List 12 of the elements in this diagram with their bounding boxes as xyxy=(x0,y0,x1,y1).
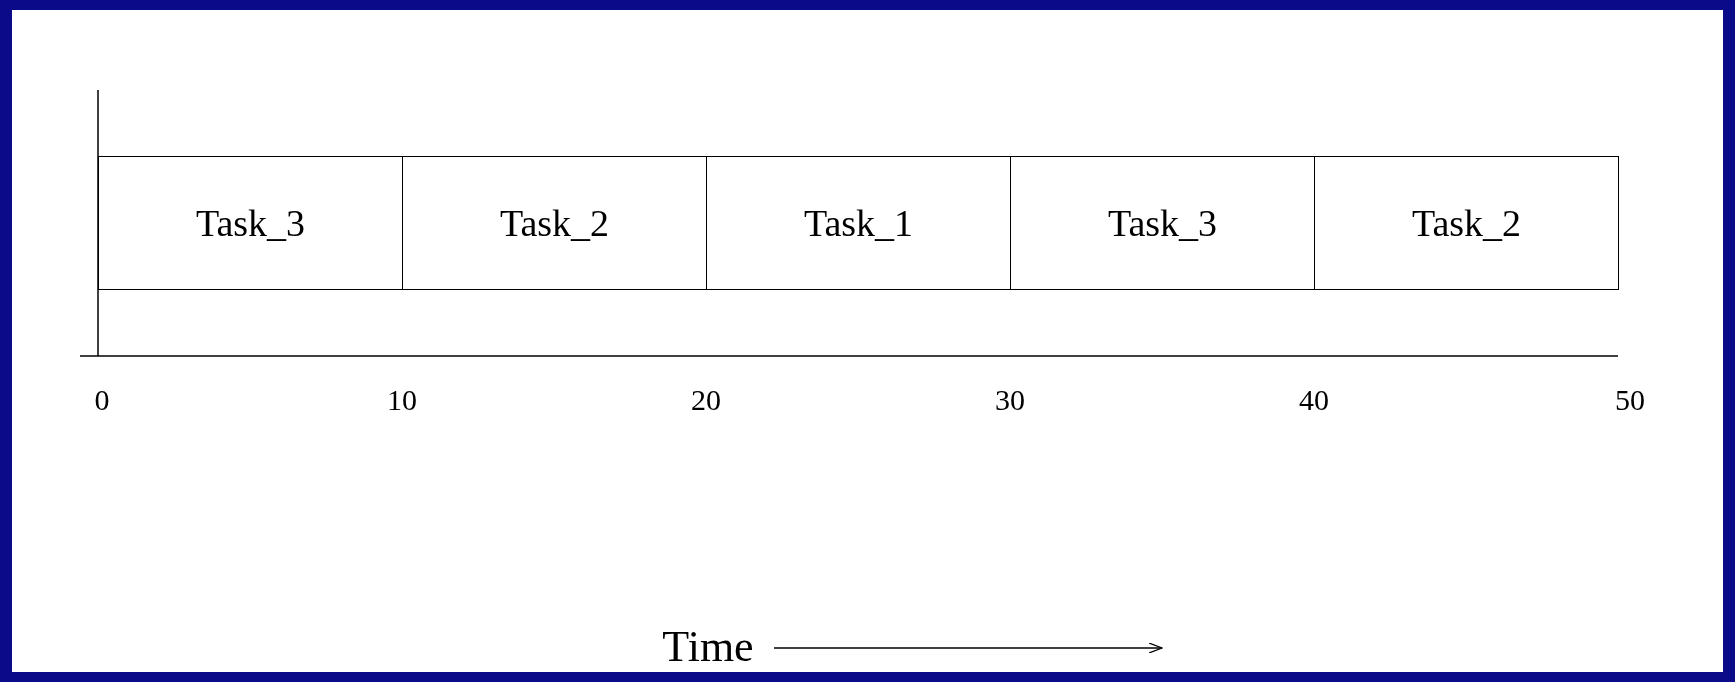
task-bar: Task_3 xyxy=(1010,156,1315,290)
tick-label: 10 xyxy=(387,383,417,417)
task-bar: Task_2 xyxy=(402,156,707,290)
tick-label: 50 xyxy=(1615,383,1645,417)
task-bar: Task_3 xyxy=(98,156,403,290)
tick-label: 30 xyxy=(995,383,1025,417)
task-bar: Task_2 xyxy=(1314,156,1619,290)
axis-title: Time xyxy=(662,620,754,672)
task-bar: Task_1 xyxy=(706,156,1011,290)
tick-label: 0 xyxy=(94,383,110,417)
tick-label: 20 xyxy=(691,383,721,417)
tick-label: 40 xyxy=(1299,383,1329,417)
